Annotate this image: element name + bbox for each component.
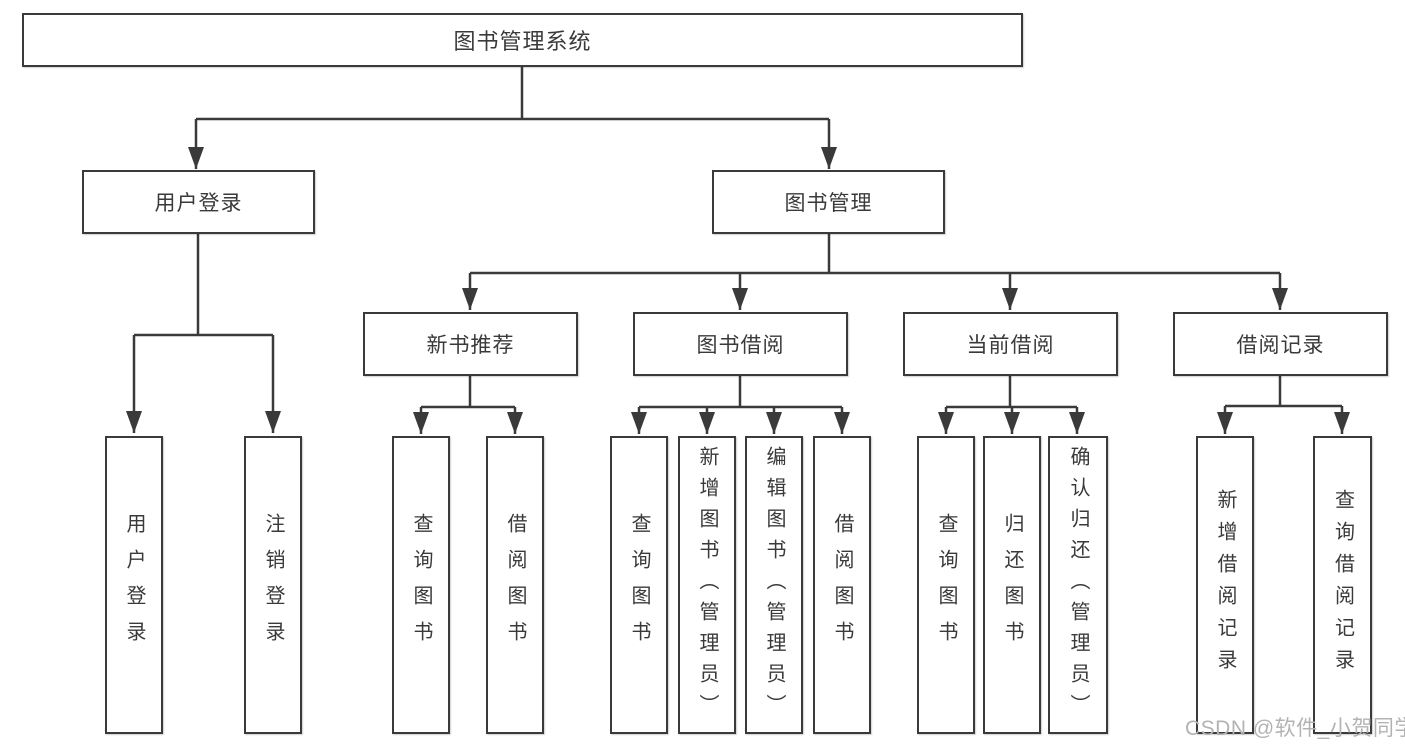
leaf-borrow-books: 借阅图书 xyxy=(486,436,544,734)
leaf-query-books: 查询图书 xyxy=(392,436,450,734)
node-label: 新书推荐 xyxy=(426,334,515,357)
node-label: 当前借阅 xyxy=(966,334,1055,357)
leaf-query-books: 查询图书 xyxy=(610,436,668,734)
leaf-add-borrow-record: 新增借阅记录 xyxy=(1196,436,1254,734)
leaf-edit-books-admin: 编辑图书（管理员） xyxy=(745,436,803,734)
node-label: 注销登录 xyxy=(262,513,284,657)
node-label: 归还图书 xyxy=(1001,513,1023,657)
node-label: 借阅图书 xyxy=(831,513,853,657)
leaf-confirm-return-admin: 确认归还（管理员） xyxy=(1048,436,1108,734)
node-borrowing-records: 借阅记录 xyxy=(1173,312,1388,376)
node-label: 用户登录 xyxy=(154,192,243,215)
leaf-return-books: 归还图书 xyxy=(983,436,1041,734)
node-label: 图书管理系统 xyxy=(453,29,592,54)
node-label: 编辑图书（管理员） xyxy=(763,445,785,725)
leaf-user-login: 用户登录 xyxy=(105,436,163,734)
node-label: 查询借阅记录 xyxy=(1331,489,1354,681)
node-label: 查询图书 xyxy=(935,513,957,657)
watermark: CSDN @软件_小贺同学 xyxy=(1185,717,1405,740)
node-current-borrowing: 当前借阅 xyxy=(903,312,1118,376)
node-label: 新增借阅记录 xyxy=(1214,489,1236,681)
node-label: 借阅记录 xyxy=(1236,334,1325,357)
node-label: 确认归还（管理员） xyxy=(1067,445,1089,725)
node-library-management-system: 图书管理系统 xyxy=(22,13,1023,67)
node-book-borrowing: 图书借阅 xyxy=(633,312,848,376)
node-label: 新增图书（管理员） xyxy=(696,445,718,725)
node-label: 图书借阅 xyxy=(696,334,785,357)
node-label: 借阅图书 xyxy=(504,513,526,657)
node-label: 查询图书 xyxy=(628,513,650,657)
node-new-book-recommendation: 新书推荐 xyxy=(363,312,578,376)
leaf-borrow-books: 借阅图书 xyxy=(813,436,871,734)
node-label: 图书管理 xyxy=(784,192,873,215)
leaf-query-books: 查询图书 xyxy=(917,436,975,734)
node-label: 查询图书 xyxy=(410,513,432,657)
leaf-logout: 注销登录 xyxy=(244,436,302,734)
node-label: 用户登录 xyxy=(123,513,145,657)
node-user-login: 用户登录 xyxy=(82,170,315,234)
leaf-add-books-admin: 新增图书（管理员） xyxy=(678,436,736,734)
leaf-query-borrow-record: 查询借阅记录 xyxy=(1313,436,1372,734)
node-book-management: 图书管理 xyxy=(712,170,945,234)
